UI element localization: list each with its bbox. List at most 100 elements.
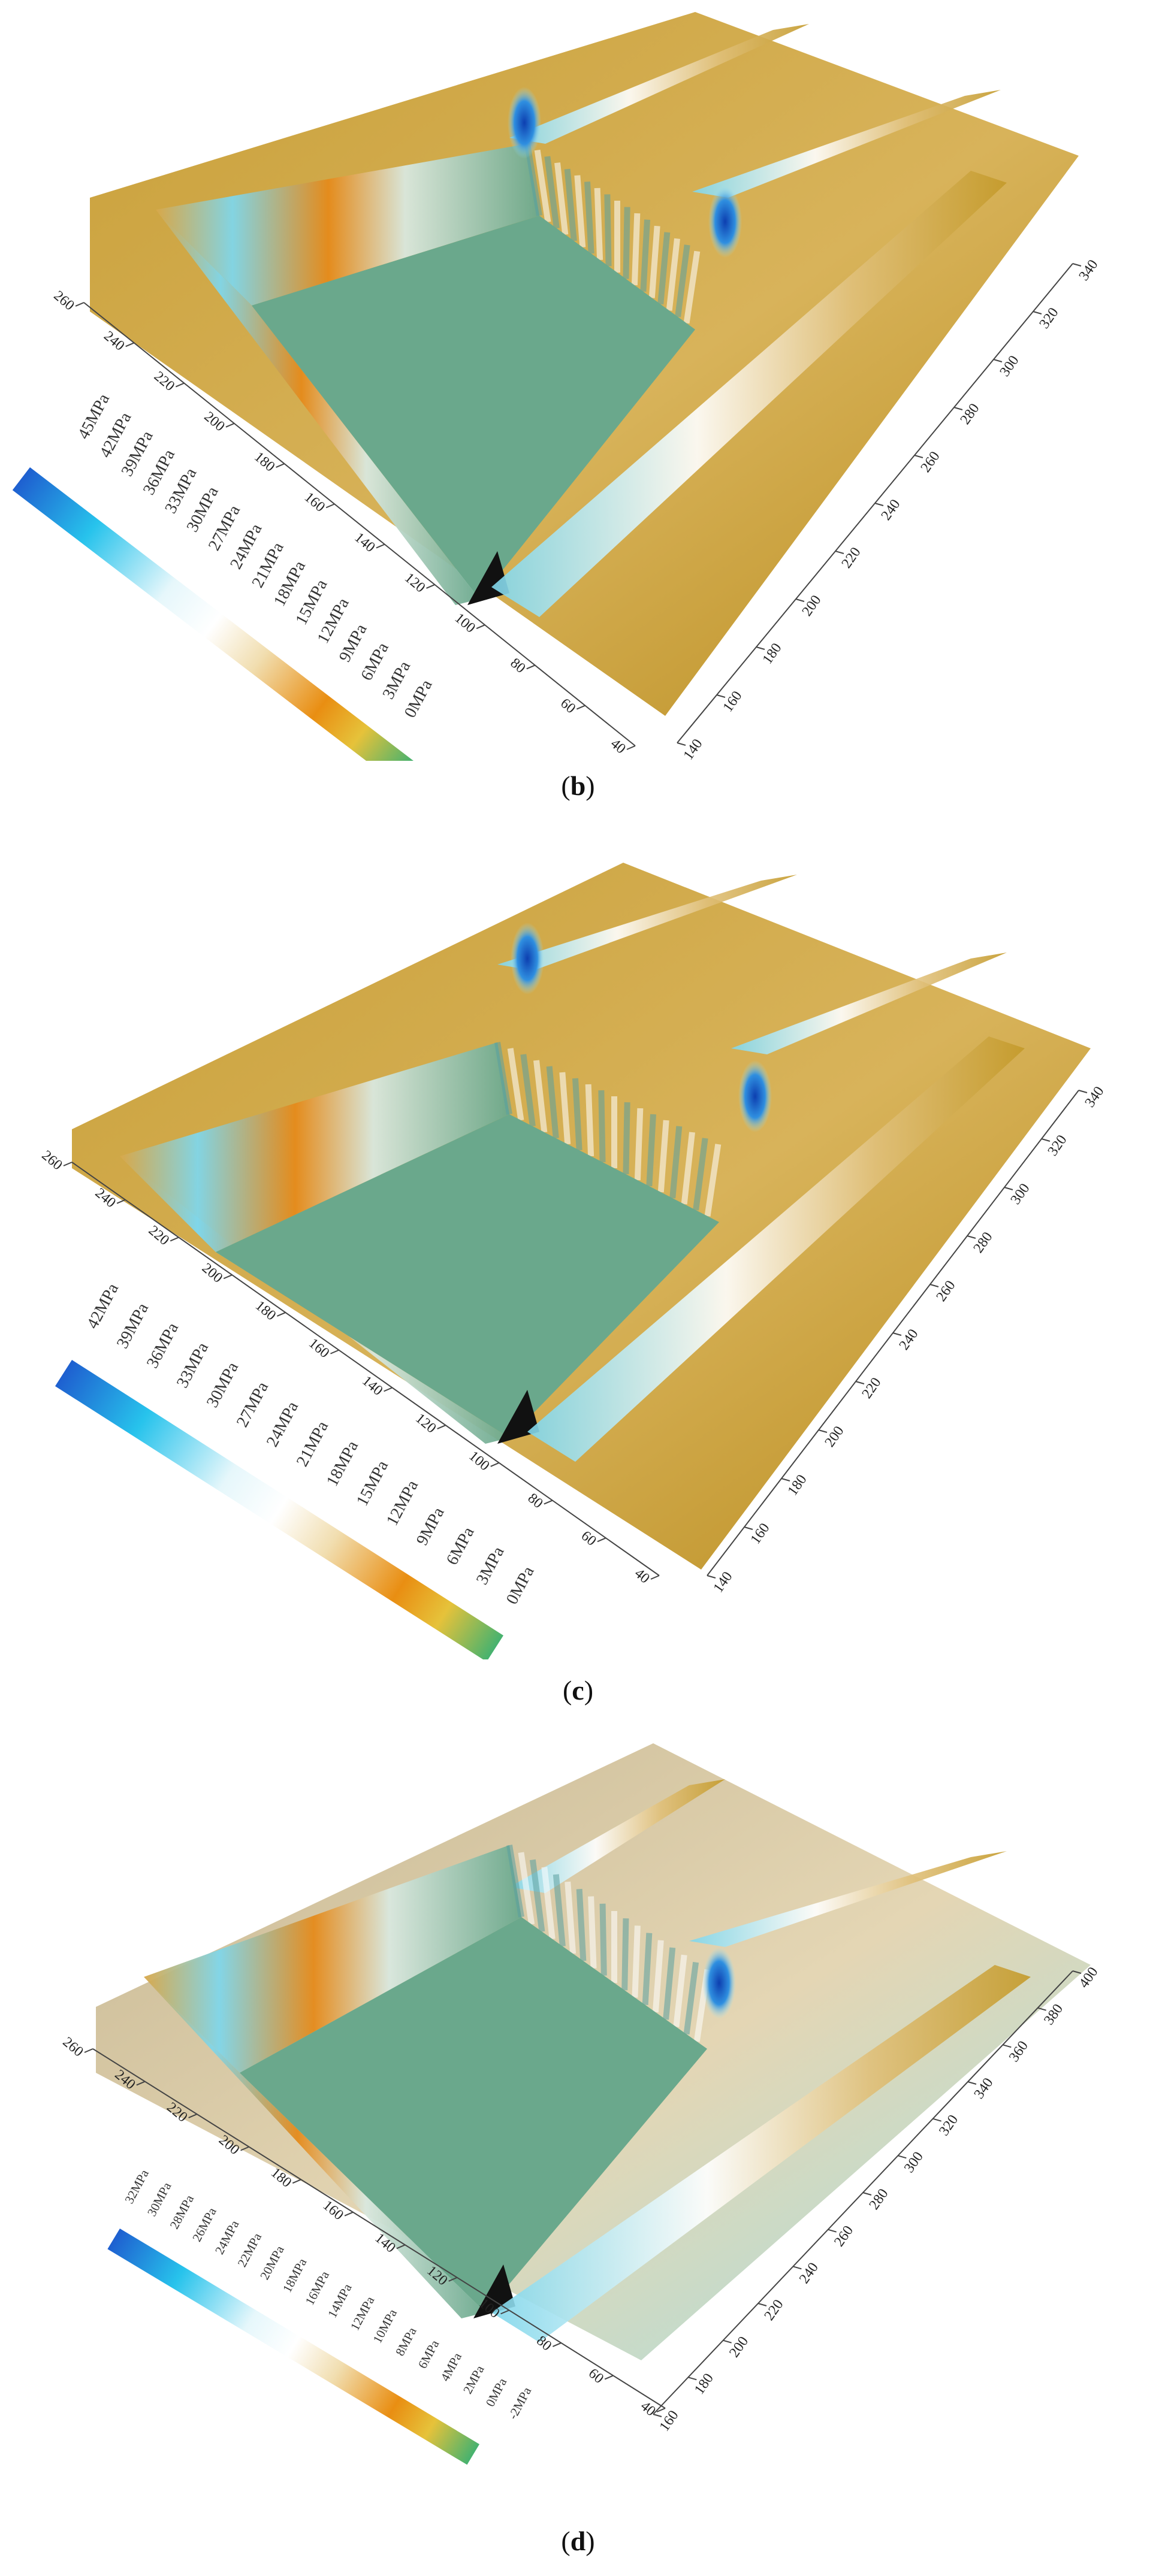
front-axis-tick bbox=[125, 342, 135, 347]
front-axis-tick bbox=[604, 2375, 614, 2380]
back-ridge-1 bbox=[509, 24, 809, 144]
caption-c: (c) bbox=[562, 1675, 594, 1706]
pit-back-wall bbox=[144, 1845, 521, 2073]
wall-stripe bbox=[623, 207, 630, 279]
colorbar-label: 21MPa bbox=[293, 1418, 333, 1470]
wall-stripe bbox=[663, 1947, 676, 2020]
wall-stripe bbox=[520, 1054, 536, 1127]
colorbar-label: 12MPa bbox=[383, 1477, 422, 1528]
right-axis-tick bbox=[1078, 1090, 1088, 1093]
right-axis-label: 380 bbox=[1041, 2001, 1066, 2028]
wall-stripe bbox=[646, 1114, 656, 1187]
pit-back-wall bbox=[120, 1042, 509, 1252]
colorbar-gradient bbox=[55, 1360, 504, 1659]
colorbar-label: 22MPa bbox=[234, 2230, 264, 2269]
front-axis-label: 180 bbox=[251, 449, 277, 475]
wall-stripe bbox=[642, 1933, 653, 2005]
right-axis-tick bbox=[953, 407, 963, 410]
right-axis-label: 140 bbox=[711, 1569, 736, 1595]
wall-stripe bbox=[683, 1961, 699, 2035]
right-axis-label: 180 bbox=[785, 1472, 810, 1498]
back-ridge-2 bbox=[689, 1851, 1007, 1947]
right-axis-label: 320 bbox=[1045, 1132, 1070, 1159]
pit-left-wall bbox=[120, 1156, 509, 1444]
front-axis-label: 160 bbox=[306, 1335, 332, 1361]
front-axis-tick bbox=[188, 2114, 198, 2119]
right-axis-tick bbox=[781, 1478, 790, 1481]
right-axis-label: 300 bbox=[997, 353, 1022, 379]
wall-stripe bbox=[565, 1881, 577, 1954]
pit-floor bbox=[252, 216, 695, 599]
right-axis-label: 340 bbox=[1076, 257, 1101, 283]
pit-floor bbox=[216, 1114, 719, 1438]
colorbar-label: 8MPa bbox=[393, 2324, 419, 2358]
colorbar-b: 45MPa42MPa39MPa36MPa33MPa30MPa27MPa24MPa… bbox=[12, 391, 436, 761]
right-axis-label: 180 bbox=[692, 2371, 717, 2397]
right-axis-label: 260 bbox=[934, 1278, 959, 1304]
right-axis-tick bbox=[1072, 1970, 1082, 1974]
right-axis-tick bbox=[744, 1526, 753, 1530]
front-axis-label: 260 bbox=[39, 1148, 65, 1174]
front-gap-shadow bbox=[497, 1390, 539, 1444]
colorbar-label: 12MPa bbox=[348, 2294, 378, 2333]
right-axis-tick bbox=[1037, 2007, 1046, 2011]
front-axis-label: 160 bbox=[301, 489, 328, 515]
right-axis-tick bbox=[932, 2118, 941, 2122]
wall-stripe bbox=[623, 1102, 630, 1175]
colorbar-label: 42MPa bbox=[83, 1280, 123, 1332]
right-axis-tick bbox=[1041, 1138, 1051, 1142]
front-axis-tick bbox=[223, 1274, 233, 1280]
wall-stripe bbox=[529, 1859, 545, 1933]
wall-stripe bbox=[631, 213, 641, 286]
wall-stripe bbox=[518, 1852, 535, 1925]
front-axis-tick bbox=[526, 664, 536, 670]
right-axis-tick bbox=[855, 1381, 865, 1384]
colorbar-label: 9MPa bbox=[413, 1504, 448, 1549]
front-axis-label: 40 bbox=[608, 736, 629, 757]
caption-letter-b: b bbox=[570, 770, 586, 801]
front-axis-tick bbox=[116, 1199, 126, 1204]
wall-stripe bbox=[599, 1903, 607, 1976]
colorbar-label: 30MPa bbox=[203, 1359, 243, 1410]
colorbar-label: 33MPa bbox=[173, 1339, 213, 1390]
wall-stripe bbox=[541, 1867, 556, 1940]
surface-b bbox=[90, 12, 1079, 716]
right-axis-tick bbox=[914, 455, 923, 458]
wall-stripe bbox=[585, 1084, 594, 1157]
right-axis-label: 360 bbox=[1006, 2038, 1031, 2064]
colorbar-label: 16MPa bbox=[302, 2268, 332, 2307]
right-axis-label: 300 bbox=[901, 2149, 926, 2175]
colorbar-label: 26MPa bbox=[189, 2205, 219, 2244]
front-axis-label: 120 bbox=[402, 570, 428, 595]
wall-stripe bbox=[572, 1078, 582, 1151]
wall-stripe bbox=[621, 1918, 629, 1991]
right-axis-tick bbox=[862, 2192, 872, 2196]
pit-back-wall bbox=[156, 144, 539, 306]
front-axis-tick bbox=[426, 583, 435, 589]
wall-stripe bbox=[594, 188, 603, 261]
right-axis-tick bbox=[1033, 311, 1042, 315]
colorbar-label: 27MPa bbox=[233, 1378, 273, 1430]
back-ridge-1 bbox=[497, 875, 797, 970]
stress-peak-1 bbox=[508, 87, 541, 159]
caption-letter-d: d bbox=[570, 2526, 586, 2556]
front-axis-label: 100 bbox=[452, 610, 478, 636]
stress-peak-1 bbox=[511, 923, 544, 994]
colorbar-label: 15MPa bbox=[353, 1458, 393, 1509]
front-axis-tick bbox=[170, 1236, 179, 1242]
right-axis-tick bbox=[929, 1284, 939, 1287]
wall-stripe bbox=[559, 1072, 571, 1145]
wall-stripe bbox=[675, 244, 690, 318]
colorbar-label: 0MPa bbox=[483, 2375, 510, 2409]
back-ridge-2 bbox=[731, 953, 1007, 1054]
front-axis-tick bbox=[476, 624, 485, 630]
back-ridge-2 bbox=[692, 90, 1001, 198]
colorbar-label: 39MPa bbox=[113, 1300, 153, 1352]
wall-stripe bbox=[634, 1108, 644, 1181]
front-axis-label: 260 bbox=[60, 2034, 86, 2060]
front-axis-label: 100 bbox=[466, 1448, 492, 1474]
front-axis-label: 140 bbox=[351, 530, 378, 555]
front-axis-tick bbox=[344, 2211, 354, 2217]
wall-stripe bbox=[604, 194, 612, 267]
